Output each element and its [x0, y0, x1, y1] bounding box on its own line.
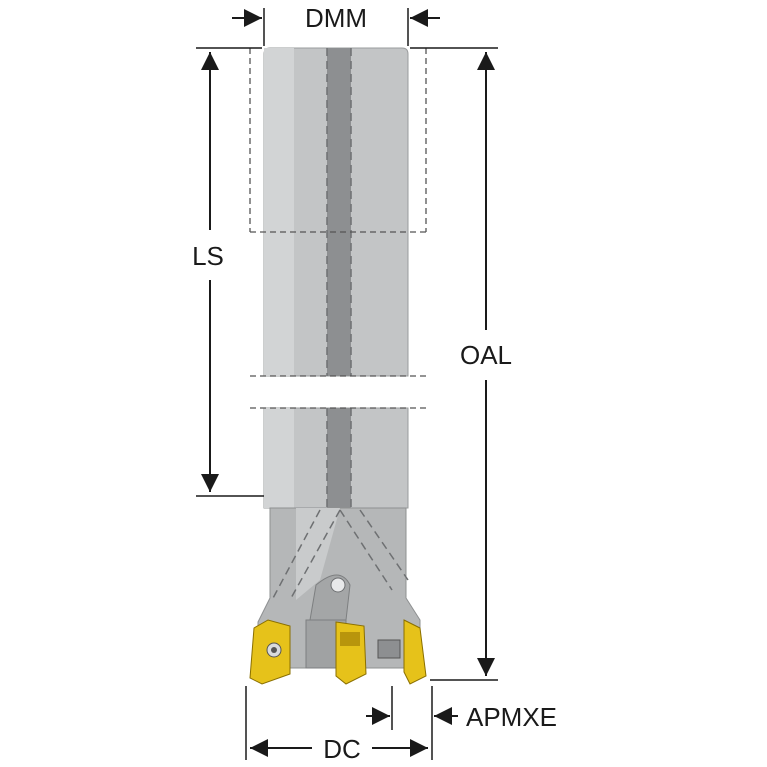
cutting-inserts — [249, 619, 427, 685]
coolant-channel — [326, 48, 352, 508]
cutter-body — [257, 507, 421, 669]
dc-label: DC — [323, 734, 361, 764]
apmxe-label: APMXE — [466, 702, 557, 732]
oal-label: OAL — [460, 340, 512, 370]
clamping-zone-outline — [249, 48, 427, 409]
dmm-label: DMM — [305, 3, 367, 33]
dc-dimension: DC — [245, 686, 428, 764]
oal-dimension: OAL — [410, 47, 512, 681]
ls-dimension: LS — [192, 47, 264, 497]
dmm-dimension: DMM — [232, 3, 440, 46]
ls-label: LS — [192, 241, 224, 271]
apmxe-dimension: APMXE — [366, 686, 557, 760]
